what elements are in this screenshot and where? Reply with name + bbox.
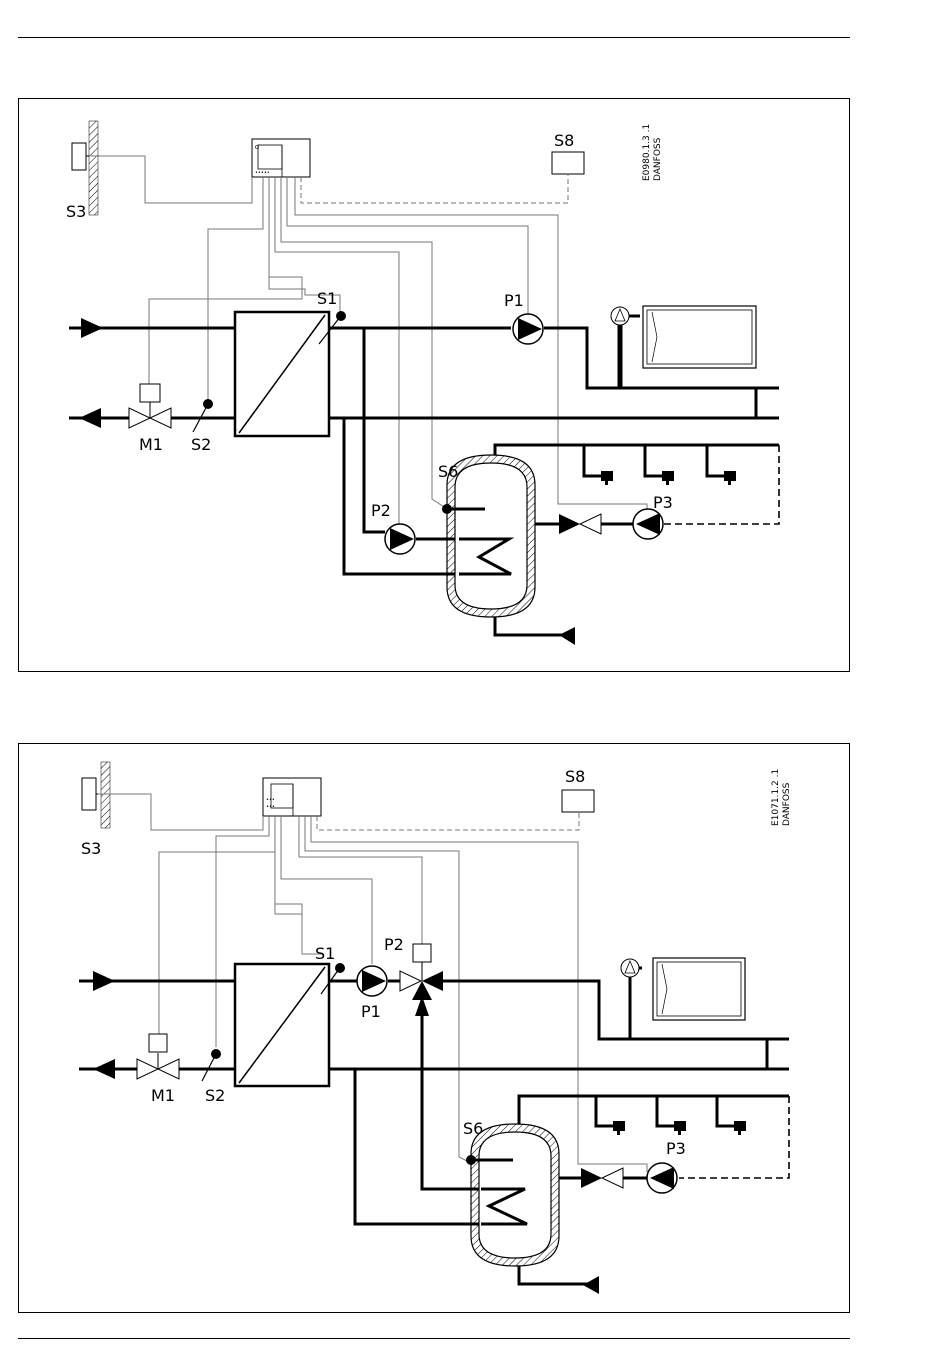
- label-s6: S6: [438, 462, 458, 481]
- svg-text:•••••: •••••: [255, 170, 270, 176]
- svg-text:•••: •••: [266, 797, 275, 803]
- sensor-s6: [466, 1155, 476, 1165]
- check-valve: [559, 514, 601, 534]
- label-s6: S6: [463, 1119, 483, 1138]
- label-p1: P1: [504, 291, 524, 310]
- pump-p3: [633, 509, 663, 539]
- cold-water-inlet-arrow: [583, 1276, 599, 1294]
- bottom-rule: [18, 1338, 850, 1339]
- drawing-code: E1071.1.2 .1: [771, 769, 781, 826]
- outdoor-sensor-s3: [72, 121, 98, 215]
- label-m1: M1: [139, 435, 163, 454]
- label-s3: S3: [66, 202, 86, 221]
- pump-p1: [357, 966, 387, 996]
- label-s2: S2: [191, 435, 211, 454]
- signal-wires: [91, 156, 647, 536]
- supply-inlet-arrow: [81, 318, 103, 338]
- sensor-s6: [442, 504, 452, 514]
- brand-text: DANFOSS: [782, 782, 792, 826]
- drawing-code: E0980.1.3 .1: [642, 124, 652, 181]
- label-s3: S3: [81, 839, 101, 858]
- sensor-s2: [193, 399, 213, 432]
- label-s1: S1: [317, 289, 337, 308]
- diagram-top: S3 ••••• S8 E0980.1.3 .1 DANFOSS: [19, 99, 849, 671]
- label-s1: S1: [315, 944, 335, 963]
- room-sensor-s8: [562, 790, 594, 812]
- room-sensor-s8: [552, 152, 584, 174]
- hot-water-tank: [471, 1124, 559, 1266]
- return-outlet-arrow: [79, 408, 101, 428]
- label-p2: P2: [371, 501, 391, 520]
- check-valve: [581, 1168, 623, 1188]
- hot-water-tank: [447, 455, 535, 617]
- controller-ecl: ••• •••: [263, 778, 321, 816]
- svg-text:•••: •••: [266, 804, 275, 810]
- brand-text: DANFOSS: [653, 137, 663, 181]
- pump-p3: [647, 1163, 677, 1193]
- diagram-top-panel: S3 ••••• S8 E0980.1.3 .1 DANFOSS: [18, 98, 850, 672]
- motor-valve-m1: [129, 384, 171, 428]
- label-s8: S8: [554, 131, 574, 150]
- motor-valve-m1: [137, 1034, 179, 1079]
- label-m1: M1: [151, 1086, 175, 1105]
- supply-inlet-arrow: [93, 971, 115, 991]
- sensor-s2: [202, 1049, 221, 1081]
- taps: [596, 1096, 746, 1135]
- controller-ecl: •••••: [252, 139, 310, 177]
- label-p2: P2: [384, 935, 404, 954]
- label-p1: P1: [361, 1002, 381, 1021]
- heat-exchanger: [235, 964, 329, 1086]
- diagram-bottom: S3 ••• ••• S8 E1071.1.2 .1 DANFOSS: [19, 744, 849, 1312]
- label-p3: P3: [653, 493, 673, 512]
- label-s2: S2: [205, 1086, 225, 1105]
- top-rule: [18, 37, 850, 38]
- pump-p2: [385, 524, 415, 554]
- heat-exchanger: [235, 312, 329, 436]
- outdoor-sensor-s3: [82, 762, 110, 828]
- three-way-valve-p2: [400, 944, 443, 1000]
- pump-p1: [513, 314, 543, 344]
- cold-water-inlet-arrow: [559, 627, 575, 645]
- taps: [584, 445, 736, 485]
- label-p3: P3: [666, 1139, 686, 1158]
- label-s8: S8: [565, 767, 585, 786]
- diagram-bottom-panel: S3 ••• ••• S8 E1071.1.2 .1 DANFOSS: [18, 743, 850, 1313]
- return-outlet-arrow: [93, 1059, 115, 1079]
